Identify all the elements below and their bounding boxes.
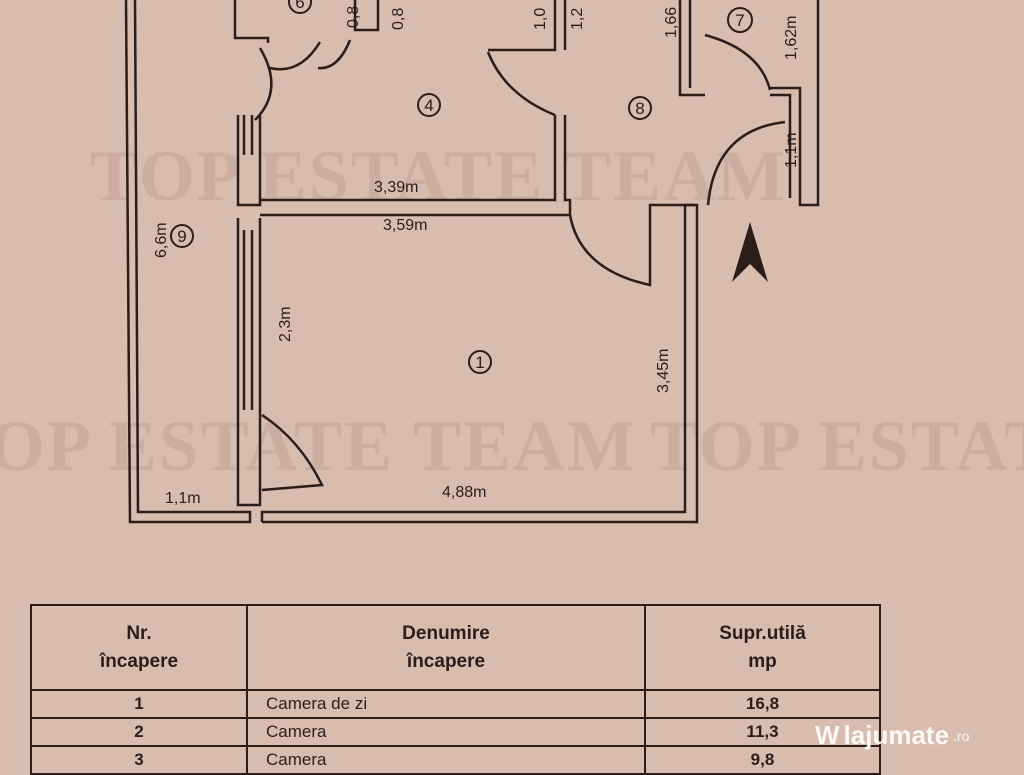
logo-suffix: .ro [953, 727, 970, 744]
door-swing [254, 47, 273, 121]
dimension-label: 4,88m [442, 484, 486, 501]
door-swing [706, 120, 786, 206]
room-number: 8 [635, 99, 644, 118]
dimension-label: 3,59m [383, 217, 427, 234]
wall [678, 0, 705, 97]
cell-nr: 2 [30, 717, 248, 747]
watermark: TOP ESTATE TEAM [650, 406, 1024, 486]
cell-area: 16,8 [644, 689, 881, 719]
dimension-labels: 0,8 0,8 1,0 1,2 1,66 1,62m 1,1m 3,39m 3,… [153, 6, 800, 507]
dimension-label: 1,0 [532, 8, 549, 30]
cell-name: Camera [246, 745, 646, 775]
wall [488, 0, 557, 52]
room-number: 4 [424, 96, 433, 115]
wall [233, 0, 270, 43]
cell-name: Camera de zi [246, 689, 646, 719]
wall [770, 93, 792, 198]
watermark: TOP ESTATE TEAM [90, 136, 787, 216]
door-swing [704, 33, 772, 91]
dimension-label: 1,66 [663, 7, 680, 38]
cell-nr: 3 [30, 745, 248, 775]
cell-nr: 1 [30, 689, 248, 719]
wall [770, 0, 820, 207]
logo-text: lajumate [843, 720, 950, 750]
dimension-label: 3,45m [655, 349, 672, 393]
cell-area: 11,3 [644, 717, 881, 747]
dimension-label: 6,6m [153, 222, 170, 258]
table-row: 2 Camera 11,3 [30, 717, 881, 747]
table-row: 3 Camera 9,8 [30, 745, 881, 775]
dimension-label: 1,1m [783, 132, 800, 168]
cell-name: Camera [246, 717, 646, 747]
room-number: 6 [295, 0, 304, 12]
north-arrow-icon [732, 222, 768, 282]
wall [260, 115, 572, 217]
wall [260, 115, 557, 202]
room-number: 1 [475, 353, 484, 372]
door-swing [486, 51, 556, 117]
wall [648, 203, 695, 215]
door-swing [261, 413, 324, 492]
wall [353, 0, 380, 32]
wall [124, 0, 252, 524]
logo-mark-icon: W [815, 720, 840, 750]
room-markers: 6 4 7 8 9 1 [170, 0, 753, 374]
wall [236, 115, 262, 207]
floor-plan: 6 4 7 8 9 1 0,8 0,8 1,0 1,2 1,66 1,62m 1… [124, 0, 820, 524]
watermark: TOP ESTATE TEAM [0, 406, 637, 486]
lajumate-logo: W lajumate.ro [815, 720, 969, 751]
header-area: Supr.utilă mp [644, 604, 881, 691]
table-row: 1 Camera de zi 16,8 [30, 689, 881, 719]
header-room-number: Nr. încapere [30, 604, 248, 691]
dimension-label: 2,3m [277, 306, 294, 342]
dimension-label: 3,39m [374, 179, 418, 196]
dimension-label: 1,2 [569, 8, 586, 30]
dimension-label: 0,8 [345, 6, 362, 28]
room-number: 7 [735, 11, 744, 30]
room-area-table: Nr. încapere Denumire încapere Supr.util… [30, 604, 881, 775]
dimension-label: 1,1m [165, 490, 201, 507]
header-room-name: Denumire încapere [246, 604, 646, 691]
wall [236, 218, 262, 507]
dimension-label: 0,8 [390, 8, 407, 30]
dimension-label: 1,62m [783, 16, 800, 60]
door-swing [269, 39, 352, 71]
room-number: 9 [177, 227, 186, 246]
table-header-row: Nr. încapere Denumire încapere Supr.util… [30, 604, 881, 691]
door-swing [568, 214, 652, 287]
